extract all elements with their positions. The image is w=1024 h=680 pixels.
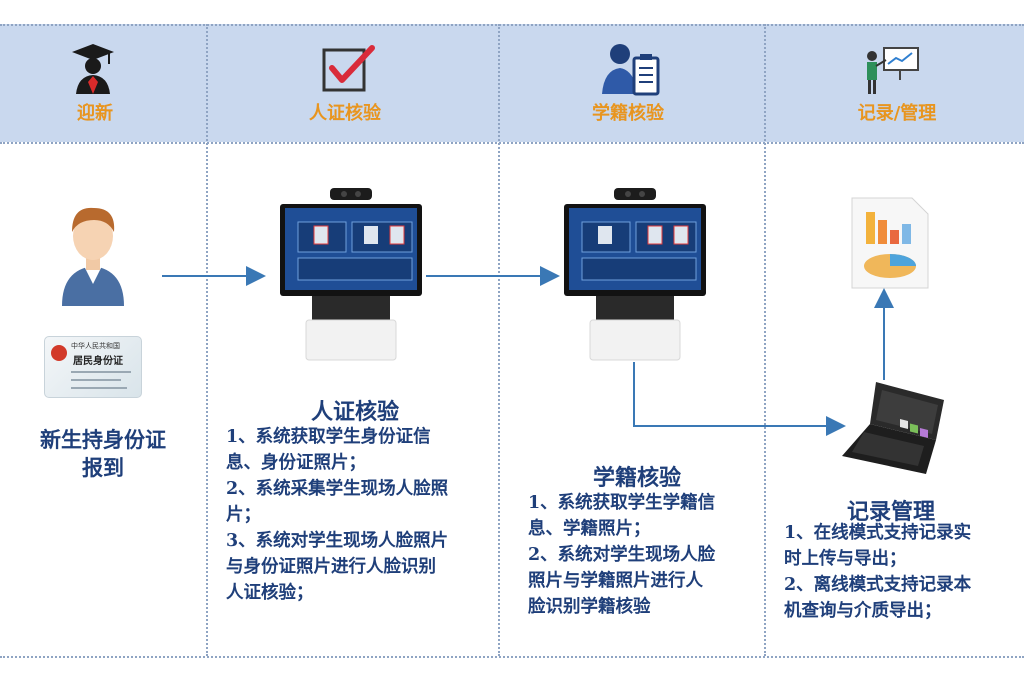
desc-line: 照片与学籍照片进行人 — [528, 571, 703, 591]
desc-line: 片； — [226, 505, 261, 525]
stage-desc-enrollment-verify: 1、系统获取学生学籍信 息、学籍照片； 2、系统对学生现场人脸 照片与学籍照片进… — [528, 490, 758, 620]
stage-title-id-verify: 人证核验 — [310, 399, 399, 425]
id-card-line2: 居民身份证 — [73, 356, 123, 367]
header-band — [0, 24, 1024, 142]
grid-divider-1 — [206, 24, 208, 656]
stage-title-enrollment-verify: 学籍核验 — [592, 465, 681, 491]
desc-line: 2、系统采集学生现场人脸照 — [226, 479, 449, 499]
desc-line: 1、系统获取学生身份证信 — [226, 427, 431, 447]
grid-divider-2 — [498, 24, 500, 656]
desc-line: 2、系统对学生现场人脸 — [528, 545, 716, 565]
national-emblem-icon — [51, 345, 67, 361]
id-card: 中华人民共和国 居民身份证 — [44, 336, 142, 398]
laptop-icon — [842, 382, 944, 474]
report-chart-icon — [851, 197, 929, 289]
column-title-id-verify: 人证核验 — [309, 103, 381, 124]
desc-line: 时上传与导出； — [784, 549, 907, 569]
stage-desc-id-verify: 1、系统获取学生身份证信 息、身份证照片； 2、系统采集学生现场人脸照 片； 3… — [226, 424, 492, 606]
desc-line: 机查询与介质导出； — [784, 601, 942, 621]
desc-line: 脸识别学籍核验 — [528, 597, 651, 617]
grid-bottom-line — [0, 656, 1024, 658]
desc-line: 与身份证照片进行人脸识别 — [226, 557, 436, 577]
stage-title-records: 记录管理 — [846, 499, 935, 525]
id-card-line1: 中华人民共和国 — [71, 342, 120, 350]
kiosk-terminal-2 — [564, 188, 706, 361]
graduate-icon — [72, 44, 114, 94]
column-title-enrollment-verify: 学籍核验 — [592, 103, 664, 124]
desc-line: 1、系统获取学生学籍信 — [528, 493, 716, 513]
desc-line: 2、离线模式支持记录本 — [784, 575, 972, 595]
clerk-clipboard-icon — [602, 44, 660, 96]
desc-line: 息、学籍照片； — [528, 519, 651, 539]
desc-line: 1、在线模式支持记录实 — [784, 523, 972, 543]
desc-line: 人证核验； — [226, 583, 314, 603]
kiosk-terminal-1 — [280, 188, 422, 361]
stage-desc-records: 1、在线模式支持记录实 时上传与导出； 2、离线模式支持记录本 机查询与介质导出… — [784, 520, 1020, 624]
grid-header-line — [0, 142, 1024, 144]
desc-line: 3、系统对学生现场人脸照片 — [226, 531, 449, 551]
desc-line: 息、身份证照片； — [226, 453, 366, 473]
grid-top-line — [0, 24, 1024, 26]
checkbox-icon — [322, 45, 375, 92]
grid-divider-3 — [764, 24, 766, 656]
column-title-records: 记录/管理 — [857, 103, 937, 124]
column-title-welcome: 迎新 — [77, 103, 113, 124]
new-student-line-2: 报到 — [82, 455, 124, 480]
new-student-caption: 新生持身份证 报到 — [8, 426, 198, 482]
presenter-board-icon — [867, 47, 919, 94]
student-avatar — [62, 207, 124, 306]
arrow-kiosk2-to-laptop — [633, 362, 846, 436]
new-student-line-1: 新生持身份证 — [40, 427, 166, 452]
